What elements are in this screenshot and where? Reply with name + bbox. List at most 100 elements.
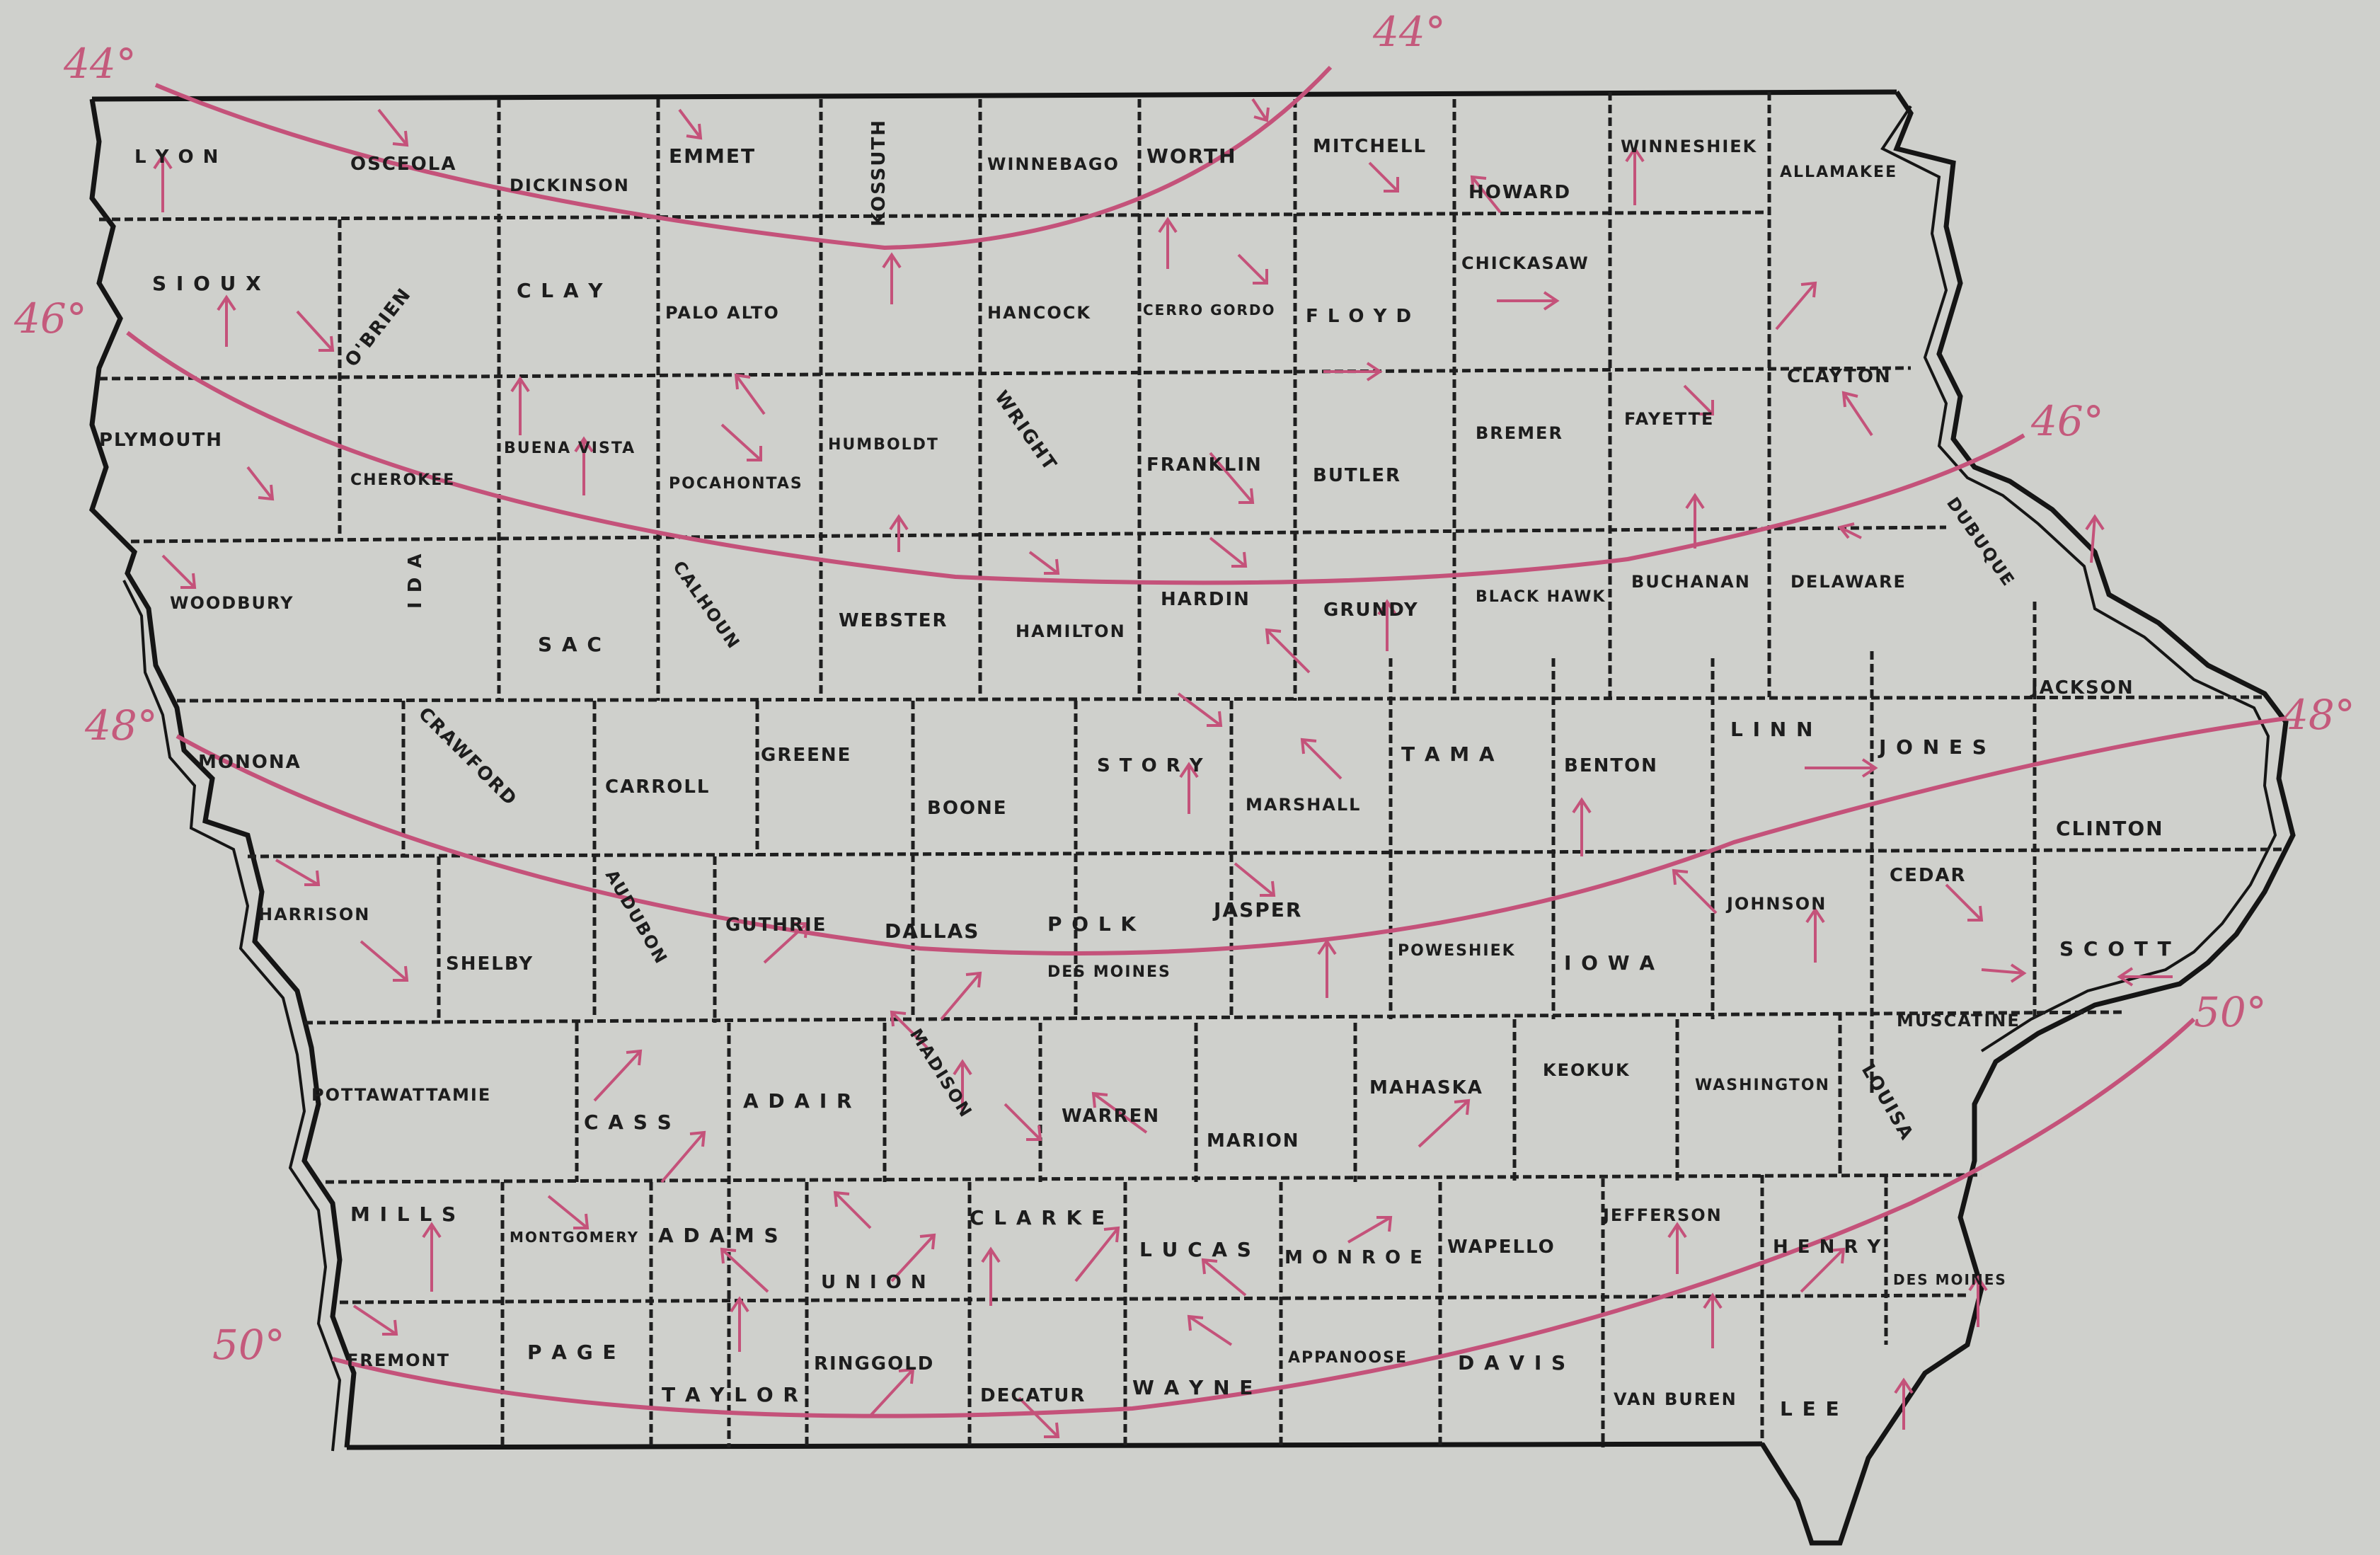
mississippi-river [1880,105,2277,1052]
isotherm-labels: 44° 44° 46° 46° 48° 48° 50° 50° [13,8,2355,1369]
county-union: U N I O N [821,1272,928,1293]
county-dubuque: DUBUQUE [1943,493,2019,590]
county-decatur: DECATUR [980,1385,1086,1406]
county-scott: S C O T T [2059,937,2173,960]
county-butler: BUTLER [1313,465,1401,486]
county-washington: WASHINGTON [1695,1077,1830,1094]
north-border [91,89,1897,102]
county-warren: WARREN [1062,1106,1160,1127]
county-fremont: FREMONT [347,1350,450,1370]
county-boundaries [98,92,2287,1447]
isotherm-44-label-right: 44° [1372,8,1446,56]
county-page: P A G E [527,1341,618,1364]
county-cerro-gordo: CERRO GORDO [1143,302,1276,319]
county-shelby: SHELBY [446,953,534,975]
county-winneshiek: WINNESHIEK [1621,137,1757,156]
county-adair: A D A I R [743,1089,853,1113]
isotherm-46-label-right: 46° [2030,397,2104,445]
county-iowa: I O W A [1564,951,1656,975]
county-johnson: JOHNSON [1725,894,1827,914]
county-dickinson: DICKINSON [510,176,630,195]
county-tama: T A M A [1401,742,1496,766]
county-delaware: DELAWARE [1790,572,1907,592]
county-franklin: FRANKLIN [1146,454,1263,476]
isotherm-44 [154,65,1333,251]
county-wright: WRIGHT [990,387,1061,476]
state-outline [88,89,2296,1546]
county-osceola: OSCEOLA [350,154,456,175]
county-van-buren: VAN BUREN [1614,1389,1737,1409]
county-allamakee: ALLAMAKEE [1780,163,1897,181]
county-benton: BENTON [1564,755,1658,776]
county-worth: WORTH [1146,144,1237,168]
east-border [1760,91,2296,1546]
county-grundy: GRUNDY [1323,599,1419,621]
isotherm-46-label-left: 46° [13,294,87,343]
county-buchanan: BUCHANAN [1631,572,1751,592]
county-appanoose: APPANOOSE [1288,1349,1408,1367]
isotherm-44-label-left: 44° [63,40,137,88]
county-kossuth: KOSSUTH [868,119,890,226]
county-clinton: CLINTON [2056,817,2164,840]
county-humboldt: HUMBOLDT [828,436,939,454]
county-keokuk: KEOKUK [1543,1060,1631,1080]
county-jasper: JASPER [1212,898,1302,922]
county-emmet: EMMET [669,144,756,168]
county-clayton: CLAYTON [1787,366,1892,387]
county-montgomery: MONTGOMERY [510,1229,639,1246]
isotherm-48-label-right: 48° [2282,691,2355,739]
county-webster: WEBSTER [839,610,948,631]
isotherm-50-label-left: 50° [212,1321,285,1369]
isotherm-50-label-right: 50° [2194,988,2267,1036]
county-hardin: HARDIN [1161,589,1251,610]
county-poweshiek: POWESHIEK [1398,942,1516,960]
county-lee: L E E [1780,1397,1841,1421]
county-linn: L I N N [1730,718,1814,741]
wind-arrows [153,98,2173,1438]
county-buena-vista: BUENA VISTA [504,440,636,457]
county-lyon: L Y O N [134,147,219,168]
county-wapello: WAPELLO [1447,1236,1556,1258]
isotherms [126,65,2287,1418]
county-bremer: BREMER [1476,423,1563,443]
county-cedar: CEDAR [1890,865,1967,886]
county-crawford: CRAWFORD [414,704,521,810]
county-calhoun: CALHOUN [669,557,744,653]
county-greene: GREENE [761,745,851,766]
county-sac: S A C [538,633,603,656]
county-mitchell: MITCHELL [1313,136,1427,157]
isotherm-46 [126,331,2025,585]
county-chickasaw: CHICKASAW [1461,253,1589,273]
county-guthrie: GUTHRIE [725,914,827,936]
county-hamilton: HAMILTON [1016,621,1126,641]
county-monona: MONONA [198,752,301,773]
county-palo-alto: PALO ALTO [665,303,780,323]
county-dallas: DALLAS [885,919,979,943]
county-ida: I D A [405,553,426,609]
county-audubon: AUDUBON [602,866,672,968]
county-sioux: S I O U X [152,272,263,295]
missouri-river [122,580,342,1452]
county-black-hawk: BLACK HAWK [1476,588,1606,606]
county-fayette: FAYETTE [1624,409,1714,429]
county-des-moines: DES MOINES [1893,1271,2007,1288]
county-monroe: M O N R O E [1284,1247,1424,1268]
south-border [346,1441,1763,1450]
county-woodbury: WOODBURY [170,593,294,613]
county-harrison: HARRISON [258,905,370,924]
county-taylor: T A Y L O R [662,1383,800,1406]
county-jefferson: JEFFERSON [1602,1205,1723,1225]
county-louisa: LOUISA [1857,1061,1918,1144]
county-clay: C L A Y [517,279,604,302]
isotherm-50 [332,1017,2196,1418]
county-floyd: F L O Y D [1306,306,1413,327]
county-marion: MARION [1207,1130,1300,1152]
county-hancock: HANCOCK [987,303,1091,323]
county-cass: C A S S [584,1111,673,1134]
county-muscatine: MUSCATINE [1897,1011,2020,1031]
county-marshall: MARSHALL [1246,795,1361,815]
county-pocahontas: POCAHONTAS [669,475,803,493]
county-obrien: O'BRIEN [341,284,416,371]
county-plymouth: PLYMOUTH [99,430,223,451]
